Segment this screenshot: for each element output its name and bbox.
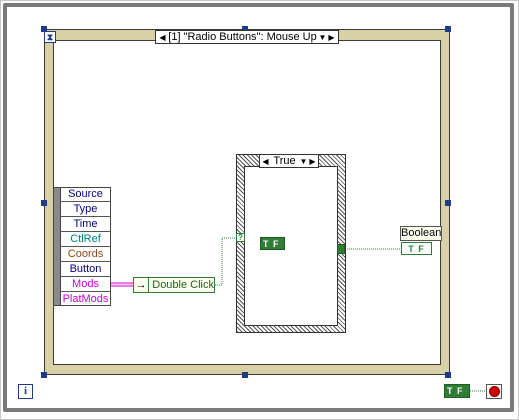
hourglass-icon[interactable]: ⧗ (44, 31, 56, 43)
stop-icon[interactable] (486, 384, 502, 399)
event-data-item[interactable]: Type (60, 202, 111, 217)
chevron-left-icon[interactable]: ◀ (159, 32, 166, 42)
case-selector[interactable]: ◀ True ▼ ▶ (259, 154, 319, 168)
block-diagram-border (3, 3, 514, 412)
chevron-right-icon[interactable]: ▶ (309, 156, 316, 166)
unbundle-label: Double Click (152, 279, 214, 291)
resize-handle-bottom-right[interactable] (445, 372, 451, 378)
event-data-item[interactable]: Button (60, 262, 111, 277)
event-data-item[interactable]: Source (60, 187, 111, 202)
resize-handle-right[interactable] (445, 200, 451, 206)
resize-handle-left[interactable] (41, 200, 47, 206)
case-structure-diagram (244, 166, 338, 326)
output-tunnel[interactable] (337, 244, 345, 254)
chevron-down-icon[interactable]: ▼ (318, 32, 327, 42)
arrow-right-icon: → (134, 278, 150, 292)
event-selector-label: [1] "Radio Buttons": Mouse Up (168, 31, 317, 43)
case-selector-label: True (273, 155, 296, 167)
true-constant[interactable]: T F (260, 237, 285, 250)
resize-handle-top-right[interactable] (445, 26, 451, 32)
stop-control[interactable]: T F (444, 384, 470, 398)
event-data-item[interactable]: Mods (60, 277, 111, 292)
resize-handle-bottom[interactable] (242, 372, 248, 378)
resize-handle-top-left[interactable] (41, 26, 47, 32)
case-selector-terminal[interactable]: ? (236, 233, 245, 242)
chevron-right-icon[interactable]: ▶ (328, 32, 335, 42)
resize-handle-top[interactable] (242, 26, 248, 32)
boolean-wire[interactable] (215, 237, 236, 286)
event-data-item[interactable]: CtlRef (60, 232, 111, 247)
event-selector[interactable]: ◀ [1] "Radio Buttons": Mouse Up ▼ ▶ (155, 30, 339, 44)
unbundle-by-name-node[interactable]: → Double Click (133, 277, 215, 293)
info-icon[interactable]: i (18, 384, 33, 399)
boolean-indicator-label[interactable]: Boolean (400, 226, 442, 241)
event-data-item[interactable]: Time (60, 217, 111, 232)
boolean-indicator[interactable]: T F (401, 242, 432, 255)
chevron-left-icon[interactable]: ◀ (262, 156, 269, 166)
event-data-item[interactable]: PlatMods (62, 293, 109, 305)
chevron-down-icon[interactable]: ▼ (299, 156, 308, 166)
event-data-item[interactable]: Coords (60, 247, 111, 262)
stop-dot (488, 386, 500, 397)
resize-handle-bottom-left[interactable] (41, 372, 47, 378)
